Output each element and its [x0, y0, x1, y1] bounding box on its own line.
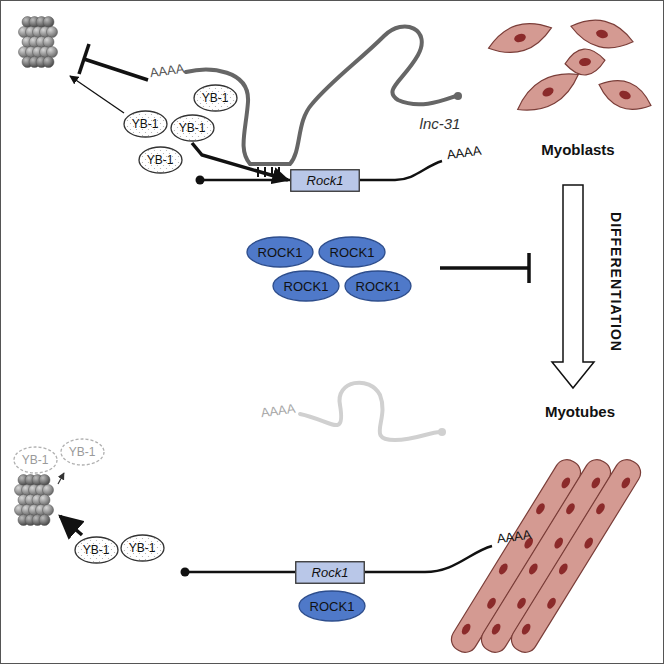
ybox-protein: YB-1 [74, 536, 119, 564]
rna-name: lnc-31 [420, 115, 461, 133]
node-outline [121, 535, 164, 561]
node-label: ROCK1 [272, 279, 340, 294]
node-outline [14, 447, 57, 473]
proteasome-subunit [39, 515, 50, 526]
node-label: YB-1 [193, 91, 238, 105]
proteasome-subunit [43, 505, 54, 516]
node-outline [247, 237, 313, 267]
gene-box: Rock1 [295, 561, 365, 584]
myotubes [447, 455, 645, 657]
label-text: Myoblasts [541, 141, 614, 158]
rock1-protein: ROCK1 [318, 236, 386, 268]
proteasome-subunit [39, 475, 50, 486]
rock1-protein: ROCK1 [246, 236, 314, 268]
lnc-rna [186, 26, 456, 164]
proteasome-subunit [43, 485, 54, 496]
degradation-arrow [70, 76, 124, 113]
degraded-lnc-rna [300, 383, 440, 440]
rock1-protein: ROCK1 [272, 270, 340, 302]
rock1-protein: ROCK1 [344, 270, 412, 302]
node-label: ROCK1 [344, 279, 412, 294]
node-outline [273, 271, 339, 301]
node-label: YB-1 [138, 153, 183, 167]
node-outline [345, 271, 411, 301]
degradation-arrow [58, 473, 64, 484]
degraded-protein: YB-1 [13, 446, 58, 474]
proteasome-subunit [43, 57, 54, 68]
mrna-line [365, 546, 492, 572]
stage-name: Myoblasts [541, 141, 614, 159]
inhibition-bar [527, 253, 531, 283]
degraded-protein: YB-1 [60, 438, 105, 466]
polya-tail: AAAA [497, 527, 532, 545]
proteasome [15, 17, 58, 526]
label-text: AAAA [446, 143, 482, 163]
myoblast [568, 14, 636, 55]
node-label: ROCK1 [246, 245, 314, 260]
polya-tail: AAAA [261, 401, 296, 419]
differentiation-arrow [552, 185, 594, 388]
node-label: YB-1 [13, 453, 58, 467]
myoblast-cells [485, 14, 656, 121]
ybox-protein: YB-1 [120, 534, 165, 562]
node-label: Rock1 [295, 565, 365, 580]
ybox-protein: YB-1 [193, 84, 238, 112]
node-label: YB-1 [120, 541, 165, 555]
rna-cap [438, 428, 446, 436]
activation-arrow [192, 143, 288, 180]
inhibition-bar [79, 44, 89, 74]
polya-tail: AAAA [150, 61, 185, 79]
myoblast [594, 72, 656, 117]
myoblast [564, 47, 606, 76]
node-label: YB-1 [123, 117, 168, 131]
node-label: Rock1 [290, 173, 360, 188]
node-outline [75, 537, 118, 563]
label-text: Myotubes [545, 403, 615, 420]
process-name: DIFFERENTIATION [546, 273, 664, 291]
proteasome-subunit [43, 37, 54, 48]
node-outline [171, 115, 214, 141]
myotube [507, 455, 645, 657]
label-text: lnc-31 [420, 115, 461, 132]
degradation-arrow [60, 516, 82, 535]
inhibition-line [84, 59, 148, 80]
node-label: YB-1 [60, 445, 105, 459]
node-outline [299, 591, 365, 621]
stage-name: Myotubes [545, 403, 615, 421]
mrna-line [360, 161, 442, 180]
node-outline [61, 439, 104, 465]
rock1-protein: ROCK1 [298, 590, 366, 622]
myoblast [485, 15, 556, 60]
label-text: AAAA [496, 527, 532, 547]
ybox-protein: YB-1 [123, 110, 168, 138]
mrna-line [200, 179, 290, 182]
rna-cap [454, 92, 462, 100]
node-outline [291, 169, 360, 191]
proteasome-subunit [47, 47, 58, 58]
inhibition-line [440, 266, 528, 270]
proteasome-subunit [39, 495, 50, 506]
node-outline [319, 237, 385, 267]
label-text: AAAA [260, 401, 296, 421]
node-outline [139, 147, 182, 173]
node-outline [296, 561, 365, 583]
ybox-protein: YB-1 [170, 114, 215, 142]
node-outline [194, 85, 237, 111]
gene-box: Rock1 [290, 169, 360, 192]
node-label: ROCK1 [298, 599, 366, 614]
proteasome-subunit [47, 27, 58, 38]
ybox-protein: YB-1 [138, 146, 183, 174]
label-text: AAAA [149, 61, 185, 81]
polya-tail: AAAA [447, 143, 482, 161]
node-label: YB-1 [170, 121, 215, 135]
label-text: DIFFERENTIATION [608, 212, 624, 352]
mrna-line [185, 571, 295, 574]
proteasome-subunit [43, 17, 54, 28]
node-outline [124, 111, 167, 137]
node-label: ROCK1 [318, 245, 386, 260]
node-label: YB-1 [74, 543, 119, 557]
